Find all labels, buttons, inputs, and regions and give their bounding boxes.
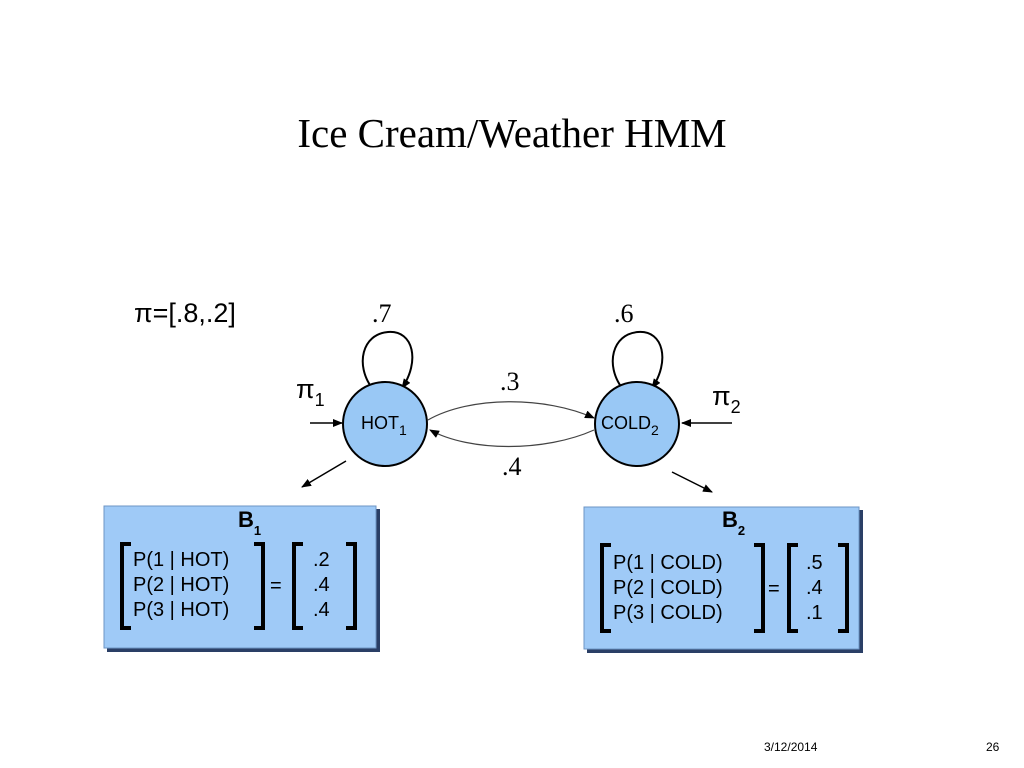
- cold-state-node: [594, 381, 680, 467]
- b1-emission-box: B1 P(1 | HOT) P(2 | HOT) P(3 | HOT) = .2…: [103, 505, 380, 652]
- pi2-label: π2: [712, 381, 741, 417]
- pi-vector-label: π=[.8,.2]: [134, 298, 236, 328]
- cold-emission-arrow: [671, 471, 713, 493]
- b2-value-1: .5: [806, 552, 823, 574]
- cold-self-prob: .6: [614, 299, 634, 328]
- b1-value-2: .4: [313, 574, 330, 596]
- b2-row-3: P(3 | COLD): [613, 602, 723, 624]
- b1-row-3: P(3 | HOT): [133, 599, 229, 621]
- hot-state-node: [342, 381, 428, 467]
- b2-equals: =: [768, 578, 780, 600]
- b2-value-right-bracket: [838, 543, 849, 633]
- pi1-label: π1: [296, 374, 325, 410]
- cold-to-hot-arrow: [429, 429, 595, 448]
- slide-page-number: 26: [986, 740, 1000, 754]
- b2-value-2: .4: [806, 577, 823, 599]
- b2-right-bracket: [754, 543, 765, 633]
- b1-equals: =: [270, 575, 282, 597]
- b1-value-left-bracket: [292, 542, 303, 630]
- b1-row-2: P(2 | HOT): [133, 574, 229, 596]
- hot-self-prob: .7: [372, 299, 392, 328]
- b2-value-left-bracket: [787, 543, 798, 633]
- cold-self-loop: [611, 330, 664, 389]
- b1-value-3: .4: [313, 599, 330, 621]
- cold-to-hot-prob: .4: [502, 452, 522, 481]
- b1-row-1: P(1 | HOT): [133, 549, 229, 571]
- b2-emission-box: B2 P(1 | COLD) P(2 | COLD) P(3 | COLD) =…: [583, 506, 863, 653]
- hot-state-label: HOT1: [361, 413, 407, 438]
- slide-title: Ice Cream/Weather HMM: [297, 110, 727, 156]
- b2-left-bracket: [600, 543, 611, 633]
- b2-row-1: P(1 | COLD): [613, 552, 723, 574]
- b1-value-right-bracket: [346, 542, 357, 630]
- hot-self-loop: [361, 330, 414, 389]
- cold-state-label: COLD2: [601, 413, 659, 438]
- hot-to-cold-arrow: [427, 401, 595, 421]
- b2-row-2: P(2 | COLD): [613, 577, 723, 599]
- b1-label: B1: [238, 507, 261, 538]
- b1-left-bracket: [120, 542, 131, 630]
- b1-value-1: .2: [313, 549, 330, 571]
- b1-right-bracket: [254, 542, 265, 630]
- hot-emission-arrow: [301, 460, 347, 488]
- hot-to-cold-prob: .3: [500, 367, 520, 396]
- b2-value-3: .1: [806, 602, 823, 624]
- slide-date: 3/12/2014: [764, 740, 818, 754]
- b2-label: B2: [722, 507, 745, 538]
